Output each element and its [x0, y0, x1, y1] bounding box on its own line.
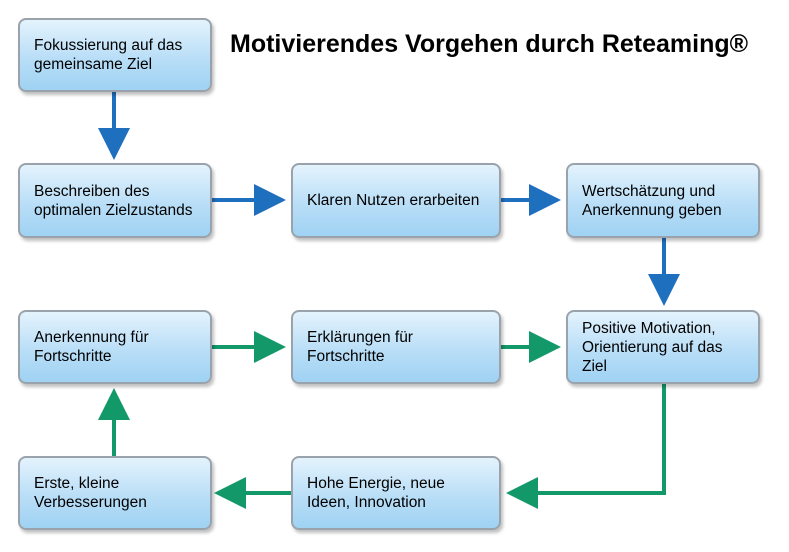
step-verbesserungen: Erste, kleine Verbesserungen	[18, 456, 212, 530]
step-erklaerungen: Erklärungen für Fortschritte	[291, 310, 501, 384]
diagram-title: Motivierendes Vorgehen durch Reteaming®	[230, 30, 749, 58]
step-beschreiben: Beschreiben des optimalen Zielzustands	[18, 163, 212, 238]
step-anerkennung: Anerkennung für Fortschritte	[18, 310, 212, 384]
step-erklaerungen-label: Erklärungen für Fortschritte	[307, 329, 413, 365]
step-motivation-label: Positive Motivation, Orientierung auf da…	[582, 319, 723, 375]
step-beschreiben-label: Beschreiben des optimalen Zielzustands	[34, 182, 193, 219]
step-nutzen-label: Klaren Nutzen erarbeiten	[307, 192, 480, 209]
step-fokussierung: Fokussierung auf das gemeinsame Ziel	[18, 18, 212, 92]
step-anerkennung-label: Anerkennung für Fortschritte	[34, 329, 149, 365]
step-energie-label: Hohe Energie, neue Ideen, Innovation	[307, 475, 445, 511]
step-verbesserungen-label: Erste, kleine Verbesserungen	[34, 475, 147, 511]
step-wertschaetzung: Wertschätzung und Anerkennung geben	[566, 163, 760, 238]
arrow-motivation-to-energie	[506, 384, 666, 509]
step-wertschaetzung-label: Wertschätzung und Anerkennung geben	[582, 182, 722, 219]
step-nutzen: Klaren Nutzen erarbeiten	[291, 163, 501, 238]
step-energie: Hohe Energie, neue Ideen, Innovation	[291, 456, 501, 530]
step-fokussierung-label: Fokussierung auf das gemeinsame Ziel	[34, 37, 183, 73]
step-motivation: Positive Motivation, Orientierung auf da…	[566, 310, 760, 384]
